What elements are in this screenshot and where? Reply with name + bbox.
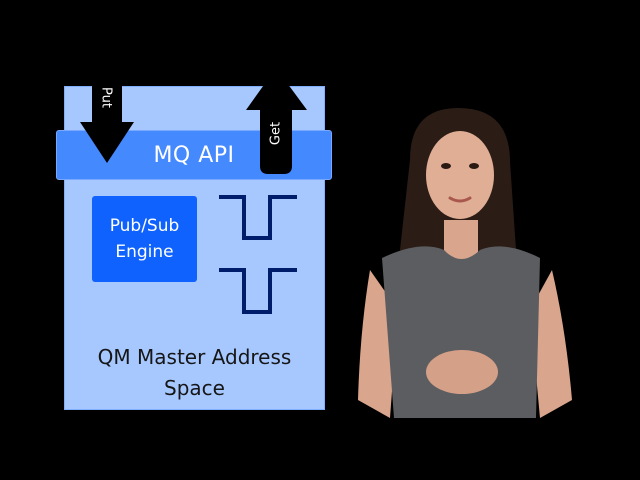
presenter-figure bbox=[358, 108, 572, 418]
presenter-eye-right bbox=[469, 163, 479, 169]
presenter-top bbox=[382, 246, 540, 418]
put-arrow bbox=[80, 60, 134, 163]
pub-sub-engine-label: Pub/Sub Engine bbox=[109, 216, 180, 262]
get-arrow bbox=[246, 68, 307, 174]
presenter-mouth bbox=[448, 196, 472, 203]
get-label: Get bbox=[268, 121, 284, 146]
queue-shape-2 bbox=[219, 268, 297, 314]
address-space-label: QM Master Address Space bbox=[97, 345, 292, 400]
presenter-face bbox=[426, 131, 494, 219]
mq-api-label: MQ API bbox=[153, 142, 235, 168]
pub-sub-engine-box: Pub/Sub Engine bbox=[92, 196, 197, 282]
presenter-hands bbox=[426, 350, 498, 394]
presenter-arms-right bbox=[530, 270, 572, 418]
put-label: Put bbox=[98, 87, 114, 108]
queue-shape-1 bbox=[219, 195, 297, 240]
presenter-eye-left bbox=[441, 163, 451, 169]
